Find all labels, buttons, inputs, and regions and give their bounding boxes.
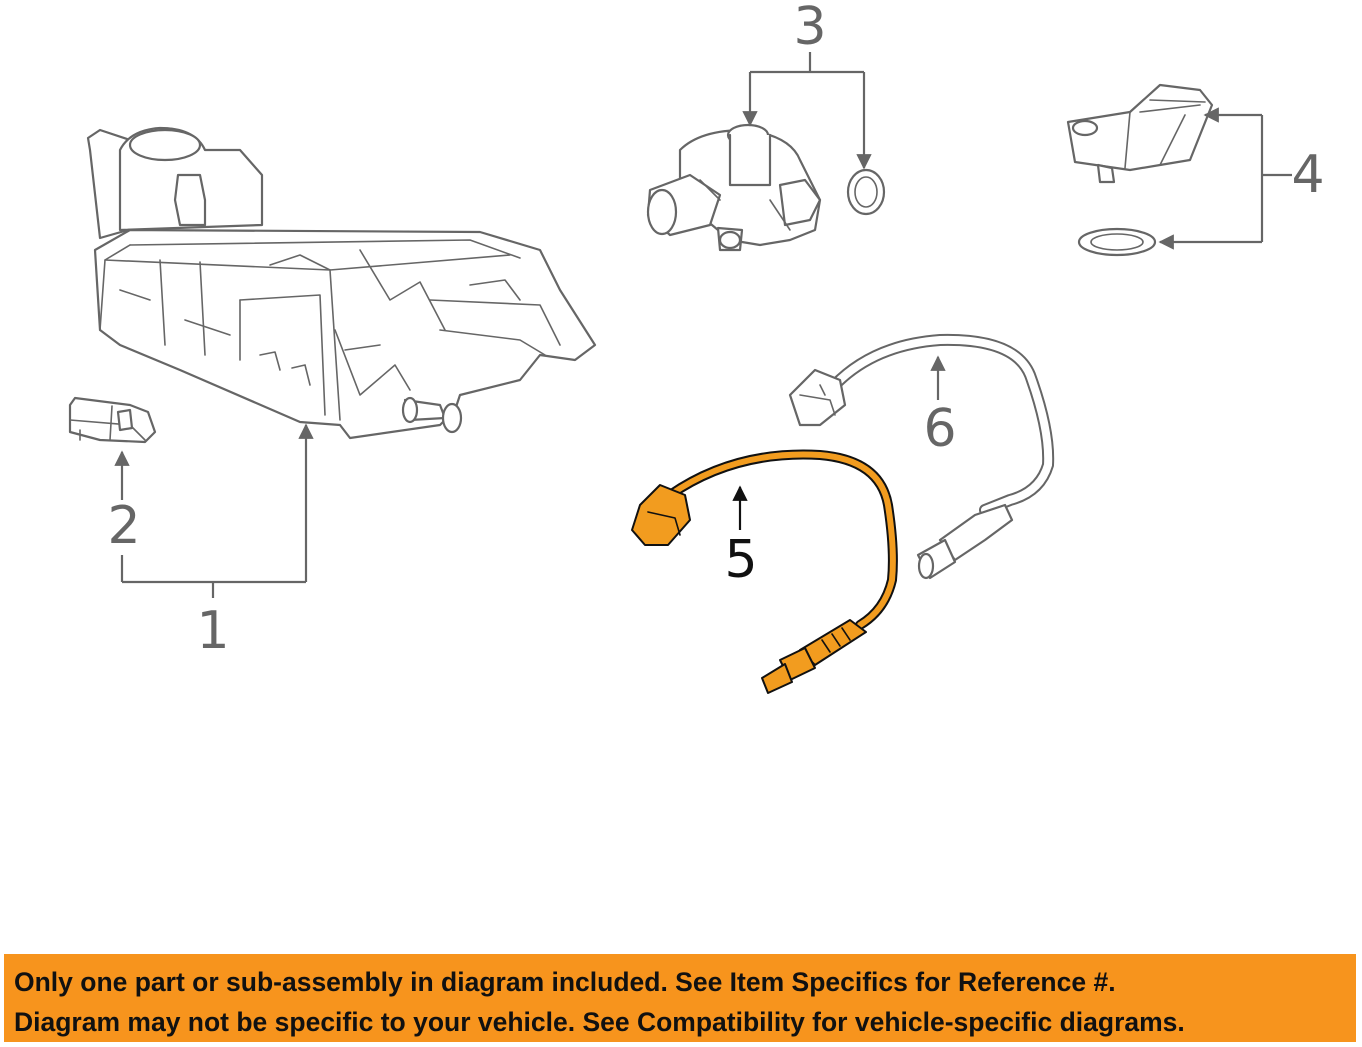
- evap-canister: [86, 126, 597, 440]
- callout-4: 4: [1291, 145, 1324, 205]
- purge-valve-connector: [68, 396, 157, 444]
- callout-2: 2: [107, 496, 140, 556]
- map-sensor: [1066, 83, 1214, 257]
- evap-solenoid-valve: [646, 123, 886, 252]
- callout-1: 1: [196, 601, 229, 661]
- callout-6: 6: [923, 399, 956, 459]
- oxygen-sensor-upstream-highlighted: [631, 449, 898, 694]
- disclaimer-banner: Only one part or sub-assembly in diagram…: [4, 954, 1356, 1042]
- parts-diagram: 1 2 3 4 5 6: [68, 0, 1325, 694]
- callout-3: 3: [793, 0, 826, 57]
- oxygen-sensor-downstream: [788, 333, 1055, 580]
- callout-5: 5: [724, 530, 757, 590]
- disclaimer-line-1: Only one part or sub-assembly in diagram…: [14, 967, 1116, 997]
- disclaimer-line-2: Diagram may not be specific to your vehi…: [14, 1007, 1185, 1037]
- leader-lines: [114, 52, 1292, 598]
